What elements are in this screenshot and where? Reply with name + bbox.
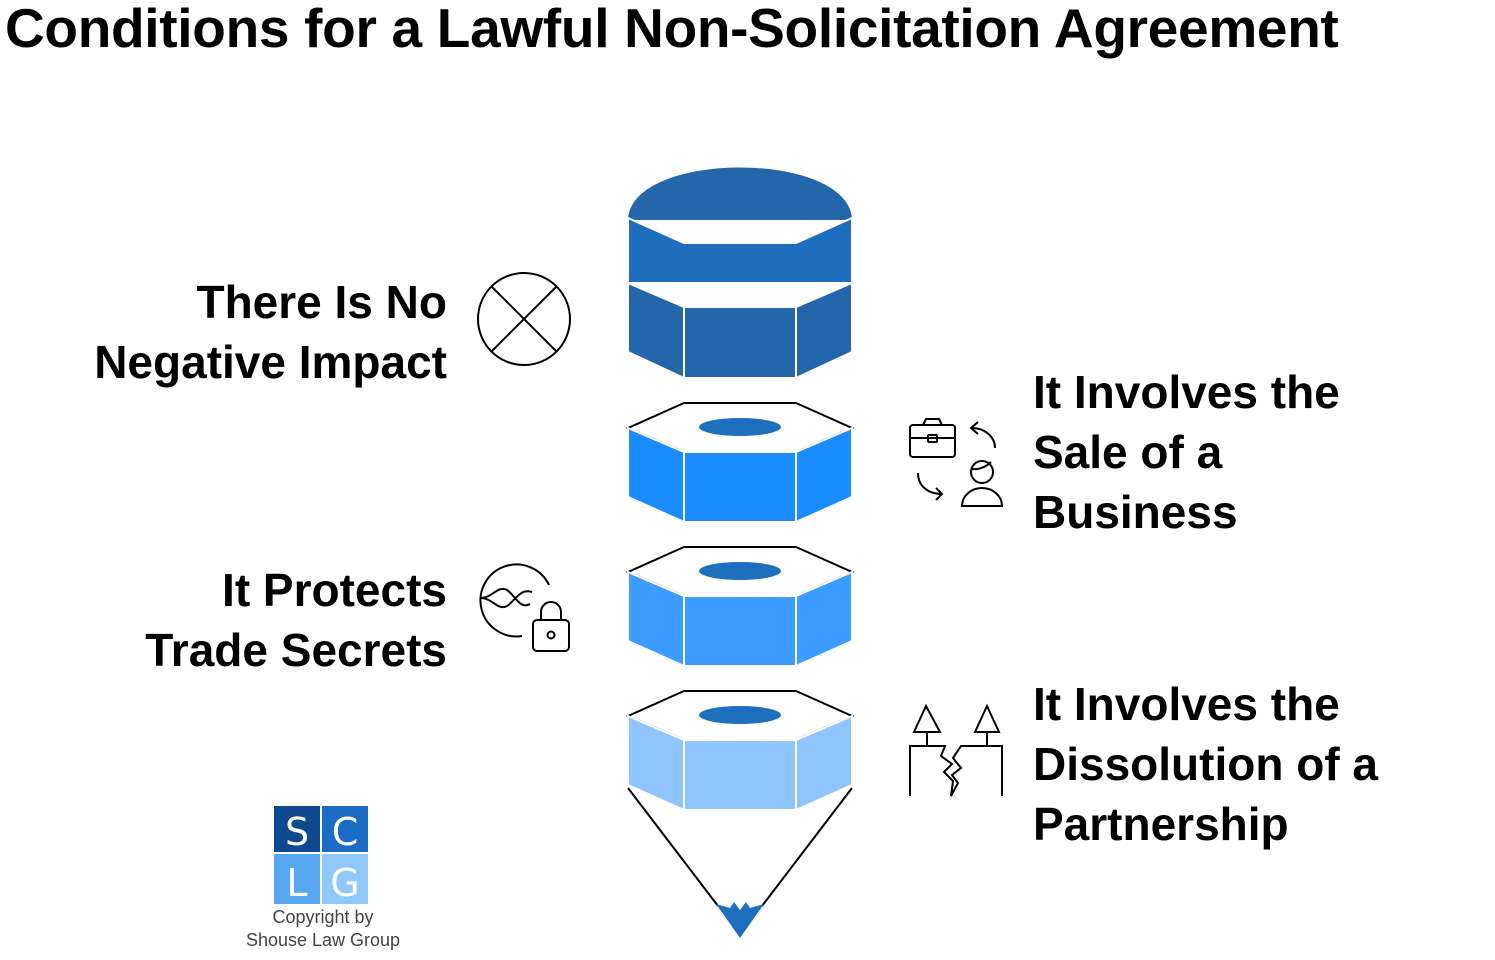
layer-face [795,714,853,812]
stack-cone [627,787,853,938]
stack-top-cap [627,167,853,380]
stack-layer-2 [625,546,855,668]
condition-no-negative-impact: There Is No Negative Impact [94,272,447,392]
x-circle-icon [477,272,571,366]
stack-layer-3 [625,690,855,812]
condition-sale-of-business: It Involves the Sale of a Business [1033,362,1340,542]
logo-letter: G [330,861,359,905]
condition-partnership-dissolution: It Involves the Dissolution of a Partner… [1033,674,1378,854]
label-line: It Involves the [1033,678,1340,730]
layer-hole [699,418,781,436]
label-line: It Involves the [1033,366,1340,418]
layer-face [795,426,853,524]
label-line: Negative Impact [94,336,447,388]
secret-lock-icon [479,563,570,652]
copyright-line: Copyright by [272,907,374,927]
copyright-text: Copyright by Shouse Law Group [223,906,423,952]
condition-trade-secrets: It Protects Trade Secrets [145,560,447,680]
layer-hole [699,706,781,724]
layer-hole [699,562,781,580]
label-line: Partnership [1033,798,1289,850]
logo-letter: L [286,861,307,905]
layer-face [795,570,853,668]
layer-face [683,595,797,667]
split-ground-icon [909,703,1003,797]
label-line: Sale of a [1033,426,1223,478]
business-transfer-icon [909,418,1004,507]
layer-face [683,739,797,811]
label-line: It Protects [222,564,447,616]
copyright-line: Shouse Law Group [245,930,401,950]
layer-face [683,451,797,523]
page-title: Conditions for a Lawful Non-Solicitation… [5,0,1339,59]
label-line: There Is No [196,276,447,328]
label-line: Trade Secrets [145,624,447,676]
label-line: Dissolution of a [1033,738,1378,790]
logo-letter: S [285,810,309,854]
stack-layer-1 [625,402,855,524]
logo-letter: C [332,810,359,854]
label-line: Business [1033,486,1238,538]
